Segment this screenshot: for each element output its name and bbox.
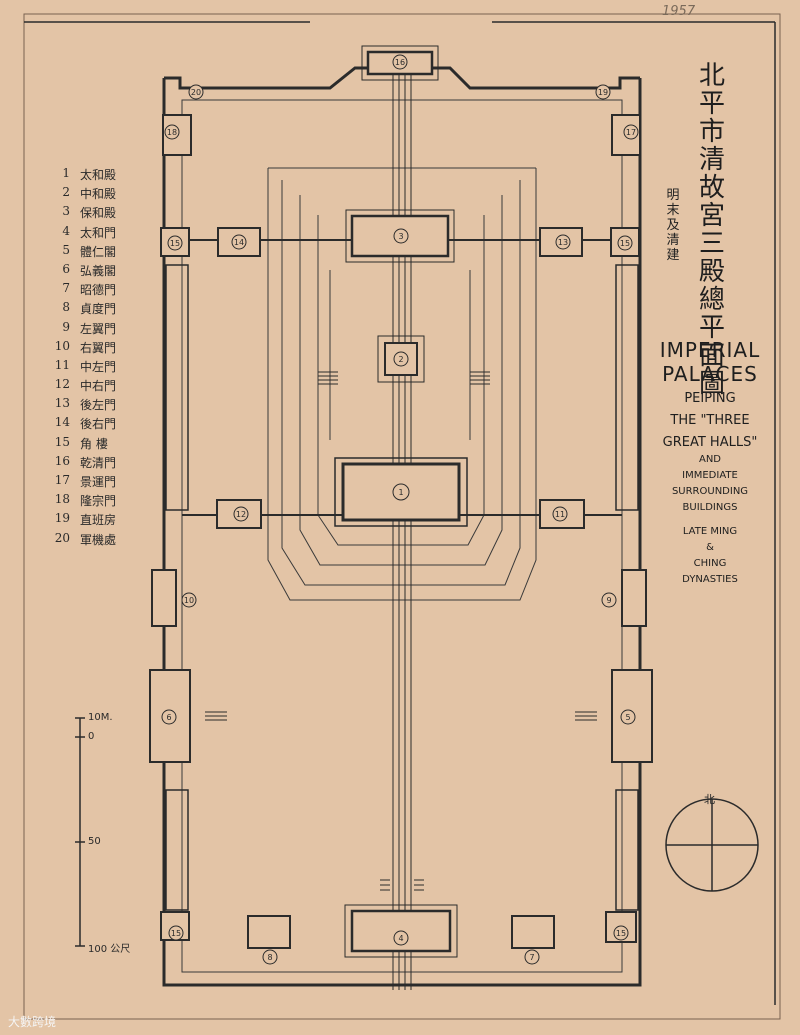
label-hall-1: 1 (398, 488, 403, 497)
title-line-surrounding: SURROUNDING (671, 486, 749, 497)
label-gate-12: 12 (236, 510, 246, 519)
title-line-immediate: IMMEDIATE (682, 470, 738, 481)
label-pavilion-5: 5 (625, 713, 630, 722)
label-hall-3: 3 (398, 232, 403, 241)
title-line-peiping: PEIPING (684, 391, 736, 406)
english-title-block: IMPERIAL PALACES PEIPING THE "THREE GREA… (640, 338, 780, 588)
label-gate-8: 8 (267, 953, 272, 962)
building-number-markers (161, 54, 639, 965)
label-gate-9: 9 (606, 596, 611, 605)
title-line-buildings: BUILDINGS (682, 502, 738, 513)
title-line-late-ming: LATE MING (682, 526, 738, 537)
label-tower-15-sw: 15 (171, 929, 181, 938)
label-gate-17: 17 (626, 128, 636, 137)
title-line-great-halls: GREAT HALLS" (662, 435, 758, 450)
title-line-ampersand: & (706, 542, 714, 553)
title-line-dynasties: DYNASTIES (682, 574, 738, 585)
title-line-palaces: PALACES (662, 362, 758, 386)
label-gate-10: 10 (184, 596, 194, 605)
side-corridors (165, 264, 639, 911)
label-duty-house-19: 19 (598, 88, 608, 97)
label-gate-7: 7 (529, 953, 534, 962)
scale-label-0: 0 (88, 731, 95, 742)
title-line-three: THE "THREE (670, 413, 750, 428)
north-compass (665, 798, 759, 892)
label-gate-14: 14 (234, 238, 244, 247)
label-gate-13: 13 (558, 238, 568, 247)
central-axis (392, 75, 412, 990)
watermark: 大數跨境 (8, 1015, 57, 1029)
label-pavilion-6: 6 (166, 713, 171, 722)
label-council-20: 20 (191, 88, 201, 97)
north-label: 北 (704, 793, 715, 806)
label-gate-4: 4 (398, 934, 403, 943)
label-gate-18: 18 (167, 128, 177, 137)
paper-frame (23, 13, 781, 1020)
chinese-subtitle: 明末及清建 (666, 188, 680, 263)
inner-walls (181, 99, 623, 973)
label-hall-2: 2 (398, 355, 403, 364)
scale-bar (75, 717, 85, 947)
stairs (205, 371, 597, 891)
label-tower-15-se: 15 (616, 929, 626, 938)
label-gate-16: 16 (395, 58, 405, 67)
label-tower-15-nw: 15 (170, 239, 180, 248)
title-line-imperial: IMPERIAL (659, 338, 761, 362)
title-line-and: AND (698, 454, 722, 465)
label-tower-15-ne: 15 (620, 239, 630, 248)
chinese-title: 北平市清故宮三殿總平面圖 (698, 61, 725, 399)
pencil-note: 1957 (662, 4, 696, 19)
label-gate-11: 11 (555, 510, 565, 519)
scale-label-100: 100 公尺 (88, 944, 131, 955)
scale-label-10m: 10M. (88, 712, 113, 723)
title-line-ching: CHING (693, 558, 727, 569)
scale-label-50: 50 (88, 836, 101, 847)
